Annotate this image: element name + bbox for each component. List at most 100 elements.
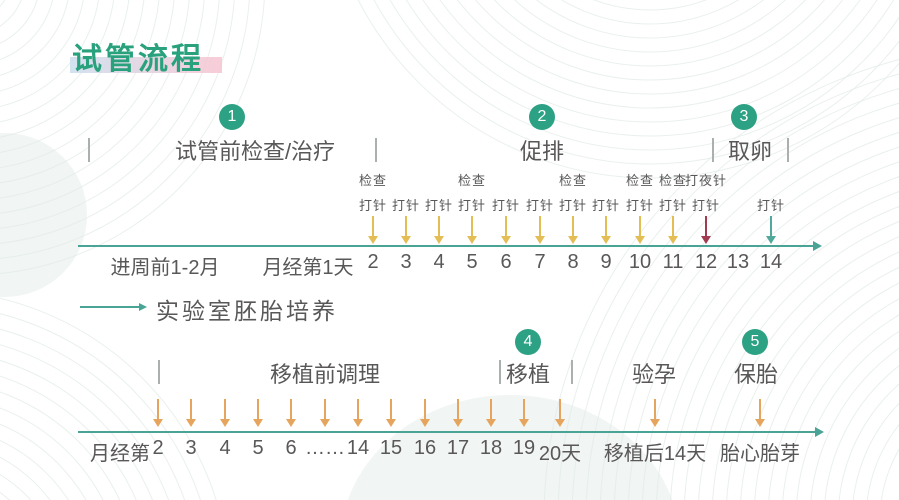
timeline2-axis (78, 431, 816, 433)
day-label: 2 (367, 251, 379, 273)
check-label: 打夜针 (684, 173, 728, 188)
down-arrow-icon (555, 399, 565, 427)
down-arrow-icon (535, 216, 545, 244)
check-label: 检查 (658, 173, 688, 188)
stage3-badge: 3 (731, 104, 757, 130)
down-arrow-icon (453, 399, 463, 427)
day-label: 12 (694, 251, 718, 273)
down-arrow-icon (153, 399, 163, 427)
tick-separator (712, 138, 714, 162)
day-label: 8 (567, 251, 579, 273)
timeline1-axis (78, 245, 814, 247)
down-arrow-icon (519, 399, 529, 427)
day-label: 6 (285, 437, 297, 459)
day-label: 4 (219, 437, 231, 459)
stage2-badge: 2 (529, 104, 555, 130)
down-arrow-icon (701, 216, 711, 244)
day-label: 14 (759, 251, 783, 273)
down-arrow-icon (501, 216, 511, 244)
down-arrow-icon (353, 399, 363, 427)
title-highlight-bar (70, 57, 222, 73)
down-arrow-icon (220, 399, 230, 427)
axis-prefix-label: 月经第 (90, 443, 150, 465)
tick-separator (499, 360, 501, 384)
injection-label: 打针 (691, 198, 721, 213)
day-label: 16 (413, 437, 437, 459)
stage5-badge: 5 (742, 329, 768, 355)
pregnancy-test-label: 验孕 (631, 362, 677, 387)
day-label: 3 (400, 251, 412, 273)
timeline1-axis-arrow-icon (813, 241, 822, 251)
injection-label: 打针 (658, 198, 688, 213)
lab-note-arrow-icon (139, 303, 147, 311)
check-label: 检查 (358, 173, 388, 188)
tick-separator (88, 138, 90, 162)
day-label: 2 (152, 437, 164, 459)
check-label: 检查 (558, 173, 588, 188)
tick-separator (375, 138, 377, 162)
down-arrow-icon (386, 399, 396, 427)
day-label: 5 (252, 437, 264, 459)
check-label: 检查 (457, 173, 487, 188)
day-label: 6 (500, 251, 512, 273)
down-arrow-icon (755, 399, 765, 427)
injection-label: 打针 (756, 198, 786, 213)
down-arrow-icon (467, 216, 477, 244)
down-arrow-icon (668, 216, 678, 244)
stage3-label: 取卵 (727, 139, 773, 164)
stage2-label: 促排 (519, 139, 565, 164)
day-label: …… (305, 437, 345, 459)
down-arrow-icon (486, 399, 496, 427)
stage4-label: 移植 (505, 362, 551, 387)
down-arrow-icon (635, 216, 645, 244)
axis-pre-label: 月经第1天 (262, 257, 354, 279)
down-arrow-icon (434, 216, 444, 244)
day-label: 19 (512, 437, 536, 459)
down-arrow-icon (286, 399, 296, 427)
down-arrow-icon (186, 399, 196, 427)
pre-transplant-label: 移植前调理 (269, 362, 381, 387)
injection-label: 打针 (358, 198, 388, 213)
lab-note-arrow-line (80, 306, 140, 308)
injection-label: 打针 (391, 198, 421, 213)
down-arrow-icon (320, 399, 330, 427)
injection-label: 打针 (424, 198, 454, 213)
day-label: 17 (446, 437, 470, 459)
down-arrow-icon (420, 399, 430, 427)
axis-pre-label: 进周前1-2月 (110, 257, 220, 279)
page-title: 试管流程 (72, 43, 204, 76)
day-label: 15 (379, 437, 403, 459)
day-label: 13 (726, 251, 750, 273)
tick-separator (158, 360, 160, 384)
stage1-badge: 1 (219, 104, 245, 130)
stage4-badge: 4 (515, 329, 541, 355)
down-arrow-icon (650, 399, 660, 427)
day-label: 18 (479, 437, 503, 459)
stage5-label: 保胎 (733, 362, 779, 387)
day-label: 10 (628, 251, 652, 273)
down-arrow-icon (766, 216, 776, 244)
day-label: 4 (433, 251, 445, 273)
down-arrow-icon (601, 216, 611, 244)
day-label: 3 (185, 437, 197, 459)
day-label: 14 (346, 437, 370, 459)
day-label: 胎心胎芽 (720, 443, 800, 465)
injection-label: 打针 (457, 198, 487, 213)
lab-culture-label: 实验室胚胎培养 (156, 298, 338, 324)
day-label: 移植后14天 (603, 443, 707, 465)
check-label: 检查 (625, 173, 655, 188)
injection-label: 打针 (558, 198, 588, 213)
injection-label: 打针 (625, 198, 655, 213)
down-arrow-icon (401, 216, 411, 244)
tick-separator (787, 138, 789, 162)
day-label: 9 (600, 251, 612, 273)
day-label: 20天 (538, 443, 582, 465)
timeline2-axis-arrow-icon (815, 427, 824, 437)
day-label: 7 (534, 251, 546, 273)
tick-separator (571, 360, 573, 384)
down-arrow-icon (253, 399, 263, 427)
down-arrow-icon (568, 216, 578, 244)
down-arrow-icon (368, 216, 378, 244)
day-label: 11 (662, 251, 684, 273)
